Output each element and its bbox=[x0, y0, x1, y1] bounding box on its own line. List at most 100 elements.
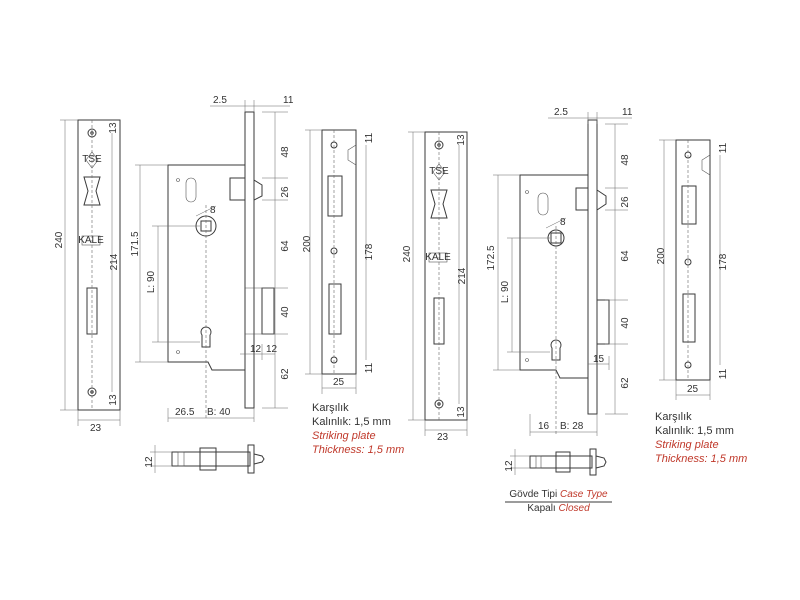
left-note-tr1: Karşılık bbox=[312, 402, 349, 414]
right-striking-outline bbox=[675, 139, 711, 381]
right-dim-16: 16 bbox=[538, 421, 550, 432]
right-bolt-rod bbox=[529, 455, 593, 469]
left-striking-latch-slot bbox=[327, 175, 343, 217]
left-dim-b40: B: 40 bbox=[207, 407, 231, 418]
left-latch bbox=[229, 177, 246, 201]
right-tse-logo: TSE bbox=[429, 163, 449, 181]
left-striking-plate bbox=[321, 129, 357, 375]
left-dim-26-5: 26.5 bbox=[175, 407, 195, 418]
left-keyhole bbox=[200, 326, 212, 348]
tse-logo: TSE bbox=[82, 151, 102, 169]
right-note-en1: Striking plate bbox=[655, 439, 719, 451]
left-latch-opening bbox=[83, 176, 101, 206]
left-note-tr2: Kalınlık: 1,5 mm bbox=[312, 416, 391, 428]
left-dim-12b: 12 bbox=[266, 344, 278, 355]
left-deadbolt bbox=[261, 287, 275, 335]
right-dim-48: 48 bbox=[620, 154, 631, 166]
right-tse-logo-text: TSE bbox=[429, 166, 449, 177]
right-latch-opening bbox=[430, 189, 448, 219]
right-dim-40: 40 bbox=[620, 317, 631, 329]
right-striking-note: Karşılık Kalınlık: 1,5 mm Striking plate… bbox=[655, 410, 747, 466]
right-keyhole bbox=[550, 339, 562, 361]
left-faceplate-outline bbox=[77, 119, 121, 411]
right-dim-62: 62 bbox=[620, 377, 631, 389]
right-striking-dim-11-top: 11 bbox=[718, 142, 729, 153]
right-dim-8: 8 bbox=[560, 217, 566, 228]
left-dim-240: 240 bbox=[54, 231, 65, 248]
left-striking-dim-25: 25 bbox=[333, 377, 345, 388]
left-cam-slot bbox=[185, 177, 197, 203]
left-note-en1: Striking plate bbox=[312, 430, 376, 442]
right-striking-dim-11-bottom: 11 bbox=[718, 368, 729, 379]
right-deadbolt bbox=[596, 299, 610, 345]
right-dim-15: 15 bbox=[593, 354, 605, 365]
right-striking-plate bbox=[675, 139, 711, 381]
left-dim-214: 214 bbox=[109, 253, 120, 270]
left-dim-40: 40 bbox=[280, 306, 291, 318]
left-body-dims: 2.5 11 48 26 64 40 62 8 171.5 L: 90 12 1… bbox=[130, 95, 294, 422]
right-bolt-side-view: 12 bbox=[504, 448, 607, 476]
left-faceplate: TSE KALE bbox=[77, 119, 121, 411]
right-dim-2-5: 2.5 bbox=[554, 107, 568, 118]
tse-logo-text: TSE bbox=[82, 154, 102, 165]
left-note-en2: Thickness: 1,5 mm bbox=[312, 444, 405, 456]
left-dim-12a: 12 bbox=[250, 344, 262, 355]
right-faceplate: TSE KALE bbox=[424, 131, 468, 421]
right-latch bbox=[575, 187, 589, 211]
right-body-outline bbox=[519, 174, 589, 379]
right-lock-body bbox=[519, 119, 610, 436]
right-faceplate-outline bbox=[424, 131, 468, 421]
left-forend bbox=[244, 111, 255, 409]
left-striking-dim-200: 200 bbox=[302, 235, 313, 252]
left-bolt-dim-12: 12 bbox=[144, 456, 155, 468]
right-bolt-dim-12: 12 bbox=[504, 460, 515, 472]
right-dim-23: 23 bbox=[437, 432, 449, 443]
right-dim-172-5: 172.5 bbox=[486, 245, 497, 270]
left-striking-outline bbox=[321, 129, 357, 375]
left-dim-23: 23 bbox=[90, 423, 102, 434]
case-type-en: Case Type bbox=[559, 489, 608, 500]
right-body-dims: 2.5 11 48 26 64 40 62 8 172.5 L: 90 15 1… bbox=[486, 107, 633, 436]
left-dim-13-top: 13 bbox=[108, 122, 119, 134]
left-dim-8: 8 bbox=[210, 205, 216, 216]
case-type-tr: Gövde Tipi bbox=[509, 489, 558, 500]
left-dim-l90: L: 90 bbox=[146, 270, 157, 293]
left-striking-note: Karşılık Kalınlık: 1,5 mm Striking plate… bbox=[312, 401, 404, 457]
right-dim-13-top: 13 bbox=[456, 134, 467, 146]
case-closed-tr: Kapalı bbox=[527, 503, 556, 514]
right-striking-latch-slot bbox=[681, 185, 697, 225]
right-dim-26: 26 bbox=[620, 196, 631, 208]
case-closed-label: Kapalı Closed bbox=[505, 503, 612, 514]
left-lock-body bbox=[167, 111, 275, 420]
left-dim-64: 64 bbox=[280, 240, 291, 252]
right-dim-l90: L: 90 bbox=[500, 280, 511, 303]
right-striking-bolt-slot bbox=[682, 293, 696, 343]
right-faceplate-dims: 240 214 13 13 23 bbox=[402, 131, 468, 443]
right-dim-64: 64 bbox=[620, 250, 631, 262]
right-note-en2: Thickness: 1,5 mm bbox=[655, 453, 748, 465]
right-forend bbox=[587, 119, 598, 415]
right-dim-13-bottom: 13 bbox=[456, 406, 467, 418]
kale-logo: KALE bbox=[78, 235, 104, 246]
left-striking-dim-11-top: 11 bbox=[364, 132, 375, 143]
right-kale-logo: KALE bbox=[425, 252, 451, 263]
left-dim-171-5: 171.5 bbox=[130, 231, 141, 256]
left-dim-26: 26 bbox=[280, 186, 291, 198]
right-dim-214: 214 bbox=[457, 267, 468, 284]
right-kale-logo-text: KALE bbox=[425, 252, 451, 263]
right-striking-dim-178: 178 bbox=[718, 253, 729, 270]
right-striking-dim-200: 200 bbox=[656, 247, 667, 264]
right-striking-dim-25: 25 bbox=[687, 384, 699, 395]
left-dim-48: 48 bbox=[280, 146, 291, 158]
right-dim-11: 11 bbox=[622, 107, 633, 118]
left-bolt-side-view: 12 bbox=[144, 444, 265, 474]
right-dim-b28: B: 28 bbox=[560, 421, 584, 432]
left-striking-dims: 200 178 11 11 25 bbox=[302, 129, 375, 394]
right-striking-dims: 200 178 11 11 25 bbox=[656, 139, 729, 400]
left-striking-dim-11-bottom: 11 bbox=[364, 362, 375, 373]
left-dim-11: 11 bbox=[283, 95, 294, 106]
left-dim-62: 62 bbox=[280, 368, 291, 380]
right-note-tr2: Kalınlık: 1,5 mm bbox=[655, 425, 734, 437]
left-striking-dim-178: 178 bbox=[364, 243, 375, 260]
